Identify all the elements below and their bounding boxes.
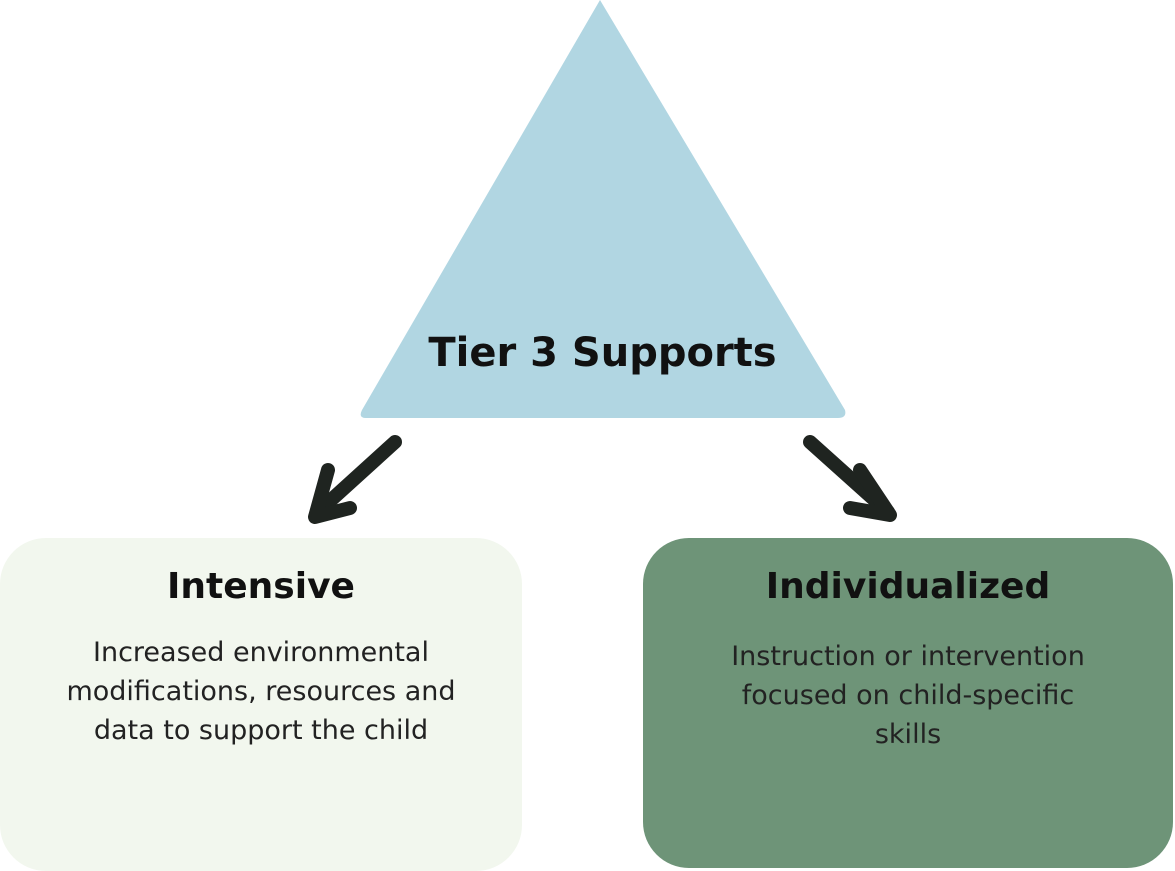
individualized-box: Individualized Instruction or interventi… bbox=[643, 538, 1173, 868]
arrow-right-icon bbox=[803, 435, 897, 522]
intensive-title: Intensive bbox=[167, 566, 355, 607]
intensive-box: Intensive Increased environmental modifi… bbox=[0, 538, 522, 871]
individualized-title: Individualized bbox=[765, 566, 1051, 607]
tier-title: Tier 3 Supports bbox=[428, 330, 777, 376]
arrow-left-icon bbox=[308, 435, 402, 524]
individualized-description: Instruction or intervention focused on c… bbox=[731, 641, 1085, 750]
tier-triangle bbox=[360, 0, 846, 418]
intensive-description: Increased environmental modifications, r… bbox=[66, 637, 456, 746]
